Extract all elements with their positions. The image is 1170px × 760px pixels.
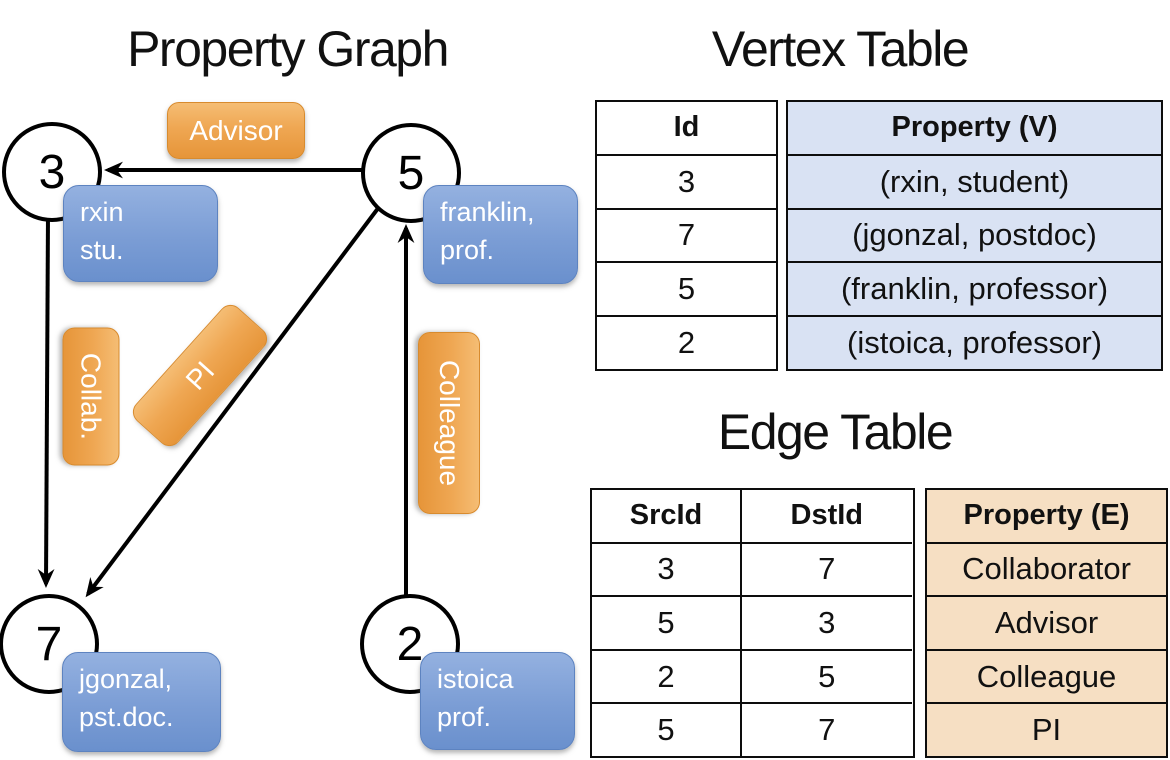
vertex-table-header-id: Id (597, 102, 776, 156)
edge-pi-5-to-7 (85, 205, 381, 598)
edge-table-cell-property: PI (927, 704, 1166, 756)
vertex-table-cell-property: (rxin, student) (788, 155, 1161, 210)
edge-label-advisor: Advisor (167, 102, 305, 159)
vertex-table-cell-id: 5 (597, 263, 776, 318)
edge-label-text: PI (179, 354, 221, 396)
vertex-table-cell-property: (jgonzal, postdoc) (788, 209, 1161, 264)
vertex-property-line: stu. (80, 234, 124, 265)
vertex-table-property-column: Property (V) (rxin, student) (jgonzal, p… (786, 100, 1163, 371)
vertex-property-line: rxin (80, 197, 124, 227)
edge-table-cell-srcid: 5 (657, 712, 675, 748)
vertex-table-cell-property: (istoica, professor) (788, 317, 1161, 369)
vertex-table-header-property: Property (V) (788, 102, 1161, 156)
edge-table-cell-dstid: 7 (818, 712, 836, 748)
edge-table-id-columns: SrcId 3 5 2 5 DstId 7 3 5 7 (590, 488, 915, 758)
vertex-table-id-column: Id 3 7 5 2 (595, 100, 778, 371)
node-id-label: 7 (35, 617, 63, 671)
vertex-table-cell-id: 7 (597, 210, 776, 264)
edge-label-colleague: Colleague (418, 332, 480, 514)
edge-table-cell-srcid: 2 (592, 651, 740, 705)
graph-node-5: 5 (361, 123, 461, 223)
vertex-property-line: prof. (440, 234, 495, 265)
vertex-property-line: pst.doc. (79, 701, 174, 732)
edge-table-header-dstid: DstId (742, 490, 912, 544)
edge-label-text: Colleague (434, 359, 465, 487)
edge-table-cell-dstid: 7 (742, 544, 912, 598)
vertex-property-line: prof. (437, 701, 492, 732)
graph-node-2: 2 (360, 594, 460, 694)
edge-table-title: Edge Table (717, 404, 954, 460)
edge-table-header-srcid: SrcId (592, 490, 740, 544)
edge-table-cell-srcid: 3 (592, 544, 740, 598)
vertex-property-box-7: jgonzal, pst.doc. (62, 652, 221, 752)
edge-table-cell-dstid: 3 (742, 597, 912, 651)
edge-label-text: Advisor (189, 114, 283, 146)
edge-table-dstid-column: DstId 7 3 5 7 (742, 490, 912, 756)
edge-table-cell-property: Colleague (927, 650, 1166, 705)
edge-table-srcid-column: SrcId 3 5 2 5 (592, 490, 742, 756)
edge-table-cell-dstid: 5 (742, 651, 912, 705)
vertex-table-cell-id: 3 (597, 156, 776, 210)
vertex-property-box-5: franklin, prof. (423, 185, 578, 284)
vertex-property-line: franklin, (440, 197, 535, 227)
edge-label-text: Collab. (76, 352, 107, 441)
vertex-property-line: istoica (437, 664, 514, 694)
property-graph-title: Property Graph (127, 21, 449, 77)
node-id-label: 2 (396, 617, 424, 671)
edge-table-cell-property: Advisor (927, 597, 1166, 651)
edge-table-property-column: Property (E) Collaborator Advisor Collea… (925, 488, 1168, 758)
node-id-label: 3 (38, 145, 66, 199)
vertex-table-cell-id: 2 (677, 325, 696, 361)
vertex-property-line: jgonzal, (79, 664, 173, 694)
node-id-label: 5 (397, 146, 425, 200)
edge-table-header-property: Property (E) (927, 490, 1166, 544)
edge-table-cell-srcid: 5 (592, 597, 740, 651)
edge-table-cell-property: Collaborator (927, 543, 1166, 598)
vertex-table-title: Vertex Table (711, 21, 970, 77)
edge-label-collab: Collab. (62, 327, 120, 466)
edge-collaborator-3-to-7 (37, 213, 55, 588)
vertex-table-cell-property: (franklin, professor) (788, 263, 1161, 318)
vertex-property-box-3: rxin stu. (63, 185, 218, 282)
graph-edges-layer (37, 161, 415, 598)
vertex-property-box-2: istoica prof. (420, 652, 575, 750)
